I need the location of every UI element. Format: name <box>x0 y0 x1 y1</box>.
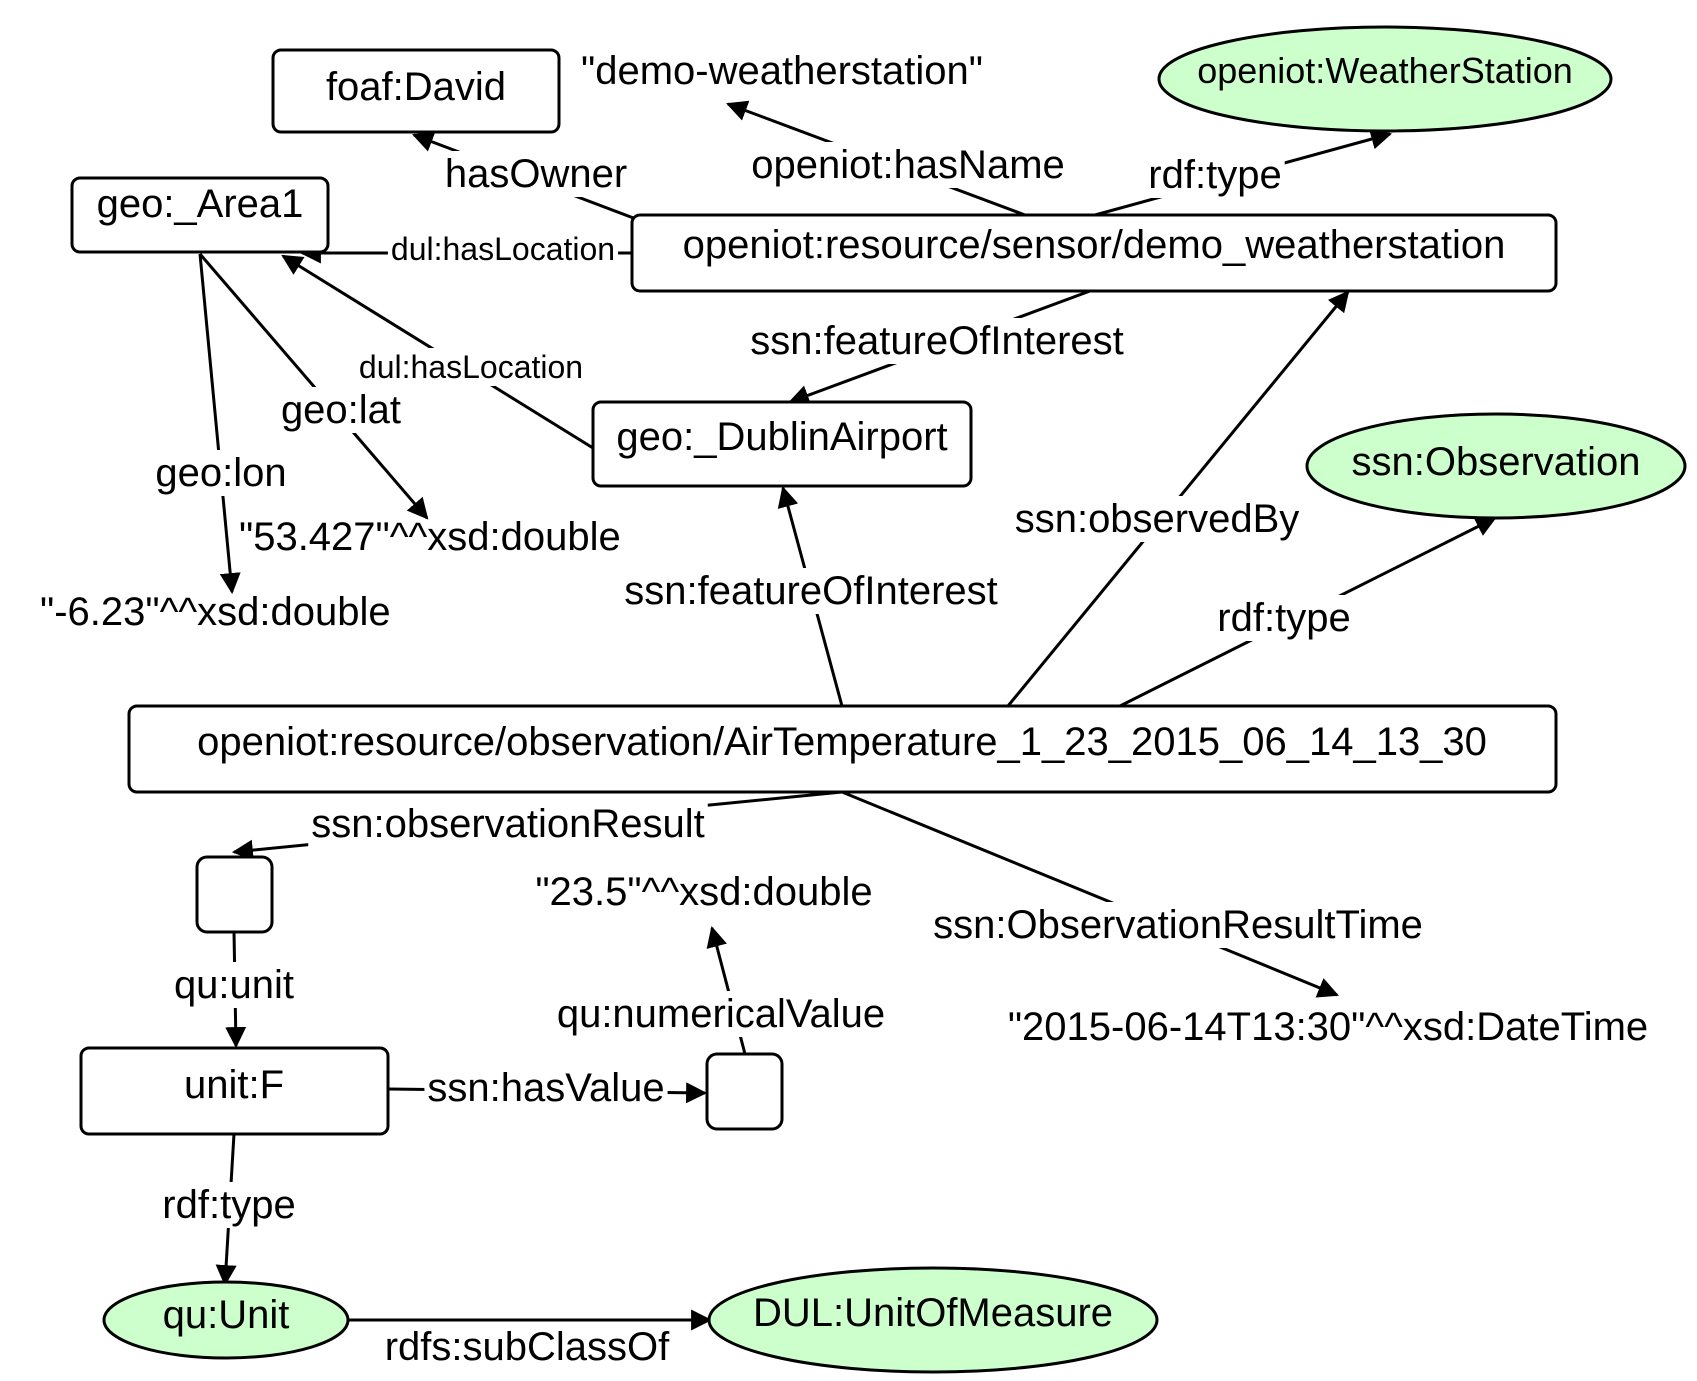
edge-label-rdf-type-sensor: rdf:type <box>1148 153 1281 197</box>
edge-labels: hasOwner openiot:hasName rdf:type dul:ha… <box>152 142 1426 1370</box>
node-labels: foaf:David "demo-weatherstation" openiot… <box>40 49 1648 1337</box>
edge-label-qu-unit: qu:unit <box>174 963 294 1007</box>
node-label-result-time-value: "2015-06-14T13:30"^^xsd:DateTime <box>1008 1005 1648 1049</box>
node-blank-result[interactable] <box>195 855 274 934</box>
edge-label-background <box>152 450 290 496</box>
edge-label-has-name: openiot:hasName <box>751 143 1065 187</box>
node-label-unit-f: unit:F <box>184 1063 284 1107</box>
edge-label-background <box>621 568 1001 614</box>
edge-label-background <box>170 962 298 1008</box>
edge-label-background <box>748 142 1068 188</box>
node-unit-f[interactable] <box>79 1046 390 1136</box>
node-blank-value[interactable] <box>705 1052 784 1131</box>
node-label-ssn-observation: ssn:Observation <box>1351 440 1640 484</box>
node-label-value-23-5: "23.5"^^xsd:double <box>535 870 872 914</box>
nodes <box>70 25 1687 1374</box>
edge-label-rdf-type-obs: rdf:type <box>1217 596 1350 640</box>
edge-label-observation-result-time: ssn:ObservationResultTime <box>933 903 1423 947</box>
edge-label-background <box>308 801 708 847</box>
node-foaf-david[interactable] <box>271 48 561 134</box>
edge-label-background <box>355 348 587 386</box>
node-label-geo-area1: geo:_Area1 <box>97 182 304 226</box>
node-label-foaf-david: foaf:David <box>326 65 506 109</box>
edge-label-feature-of-interest-sensor: ssn:featureOfInterest <box>750 319 1124 363</box>
edge-label-background <box>159 1182 299 1228</box>
edge-label-numerical-value: qu:numericalValue <box>557 992 885 1036</box>
edge-geo-lon <box>198 253 241 595</box>
edge-label-geo-lon: geo:lon <box>155 451 286 495</box>
node-label-sensor: openiot:resource/sensor/demo_weatherstat… <box>683 223 1506 267</box>
edge-label-background <box>424 1065 668 1111</box>
node-label-lon-value: "-6.23"^^xsd:double <box>40 590 391 634</box>
edge-label-background <box>381 1324 674 1370</box>
node-label-openiot-weatherstation: openiot:WeatherStation <box>1197 50 1573 91</box>
node-observation-air-temperature[interactable] <box>127 704 1558 794</box>
edge-label-background <box>1214 595 1354 641</box>
edge-label-background <box>1145 152 1285 198</box>
node-dul-unit-of-measure[interactable] <box>707 1266 1159 1374</box>
edge-label-background <box>553 991 889 1037</box>
edge-label-dul-has-location-dublin: dul:hasLocation <box>359 349 583 385</box>
edge-geo-lat <box>198 253 429 520</box>
edge-label-has-value: ssn:hasValue <box>427 1066 664 1110</box>
edge-label-observation-result: ssn:observationResult <box>311 802 705 846</box>
edge-label-feature-of-interest-obs: ssn:featureOfInterest <box>624 569 998 613</box>
edge-label-has-owner: hasOwner <box>445 152 627 196</box>
edge-observation-result-time <box>841 790 1339 998</box>
edge-label-subclass-of: rdfs:subClassOf <box>385 1325 670 1369</box>
edge-label-background <box>1011 496 1303 542</box>
edge-label-background <box>277 387 405 433</box>
node-sensor-demo-weatherstation[interactable] <box>630 213 1558 293</box>
node-label-demo-name: "demo-weatherstation" <box>581 49 983 93</box>
node-geo-dublin-airport[interactable] <box>591 400 973 488</box>
edge-label-rdf-type-unit: rdf:type <box>162 1183 295 1227</box>
node-geo-area1[interactable] <box>70 176 330 254</box>
node-label-qu-unit: qu:Unit <box>163 1293 290 1337</box>
edge-label-background <box>387 230 619 268</box>
edge-label-background <box>747 318 1127 364</box>
node-label-lat-value: "53.427"^^xsd:double <box>239 515 621 559</box>
node-label-geo-dublin-airport: geo:_DublinAirport <box>616 415 947 459</box>
node-ssn-observation[interactable] <box>1305 412 1687 520</box>
edge-label-background <box>441 151 631 197</box>
node-openiot-weatherstation[interactable] <box>1157 25 1613 133</box>
edge-label-geo-lat: geo:lat <box>281 388 401 432</box>
edge-label-observed-by: ssn:observedBy <box>1015 497 1300 541</box>
node-label-dul-unit-of-measure: DUL:UnitOfMeasure <box>753 1291 1113 1335</box>
edge-label-background <box>930 902 1426 948</box>
edge-label-dul-has-location-sensor: dul:hasLocation <box>391 231 615 267</box>
node-qu-unit[interactable] <box>102 1280 350 1360</box>
node-label-observation: openiot:resource/observation/AirTemperat… <box>197 720 1487 764</box>
